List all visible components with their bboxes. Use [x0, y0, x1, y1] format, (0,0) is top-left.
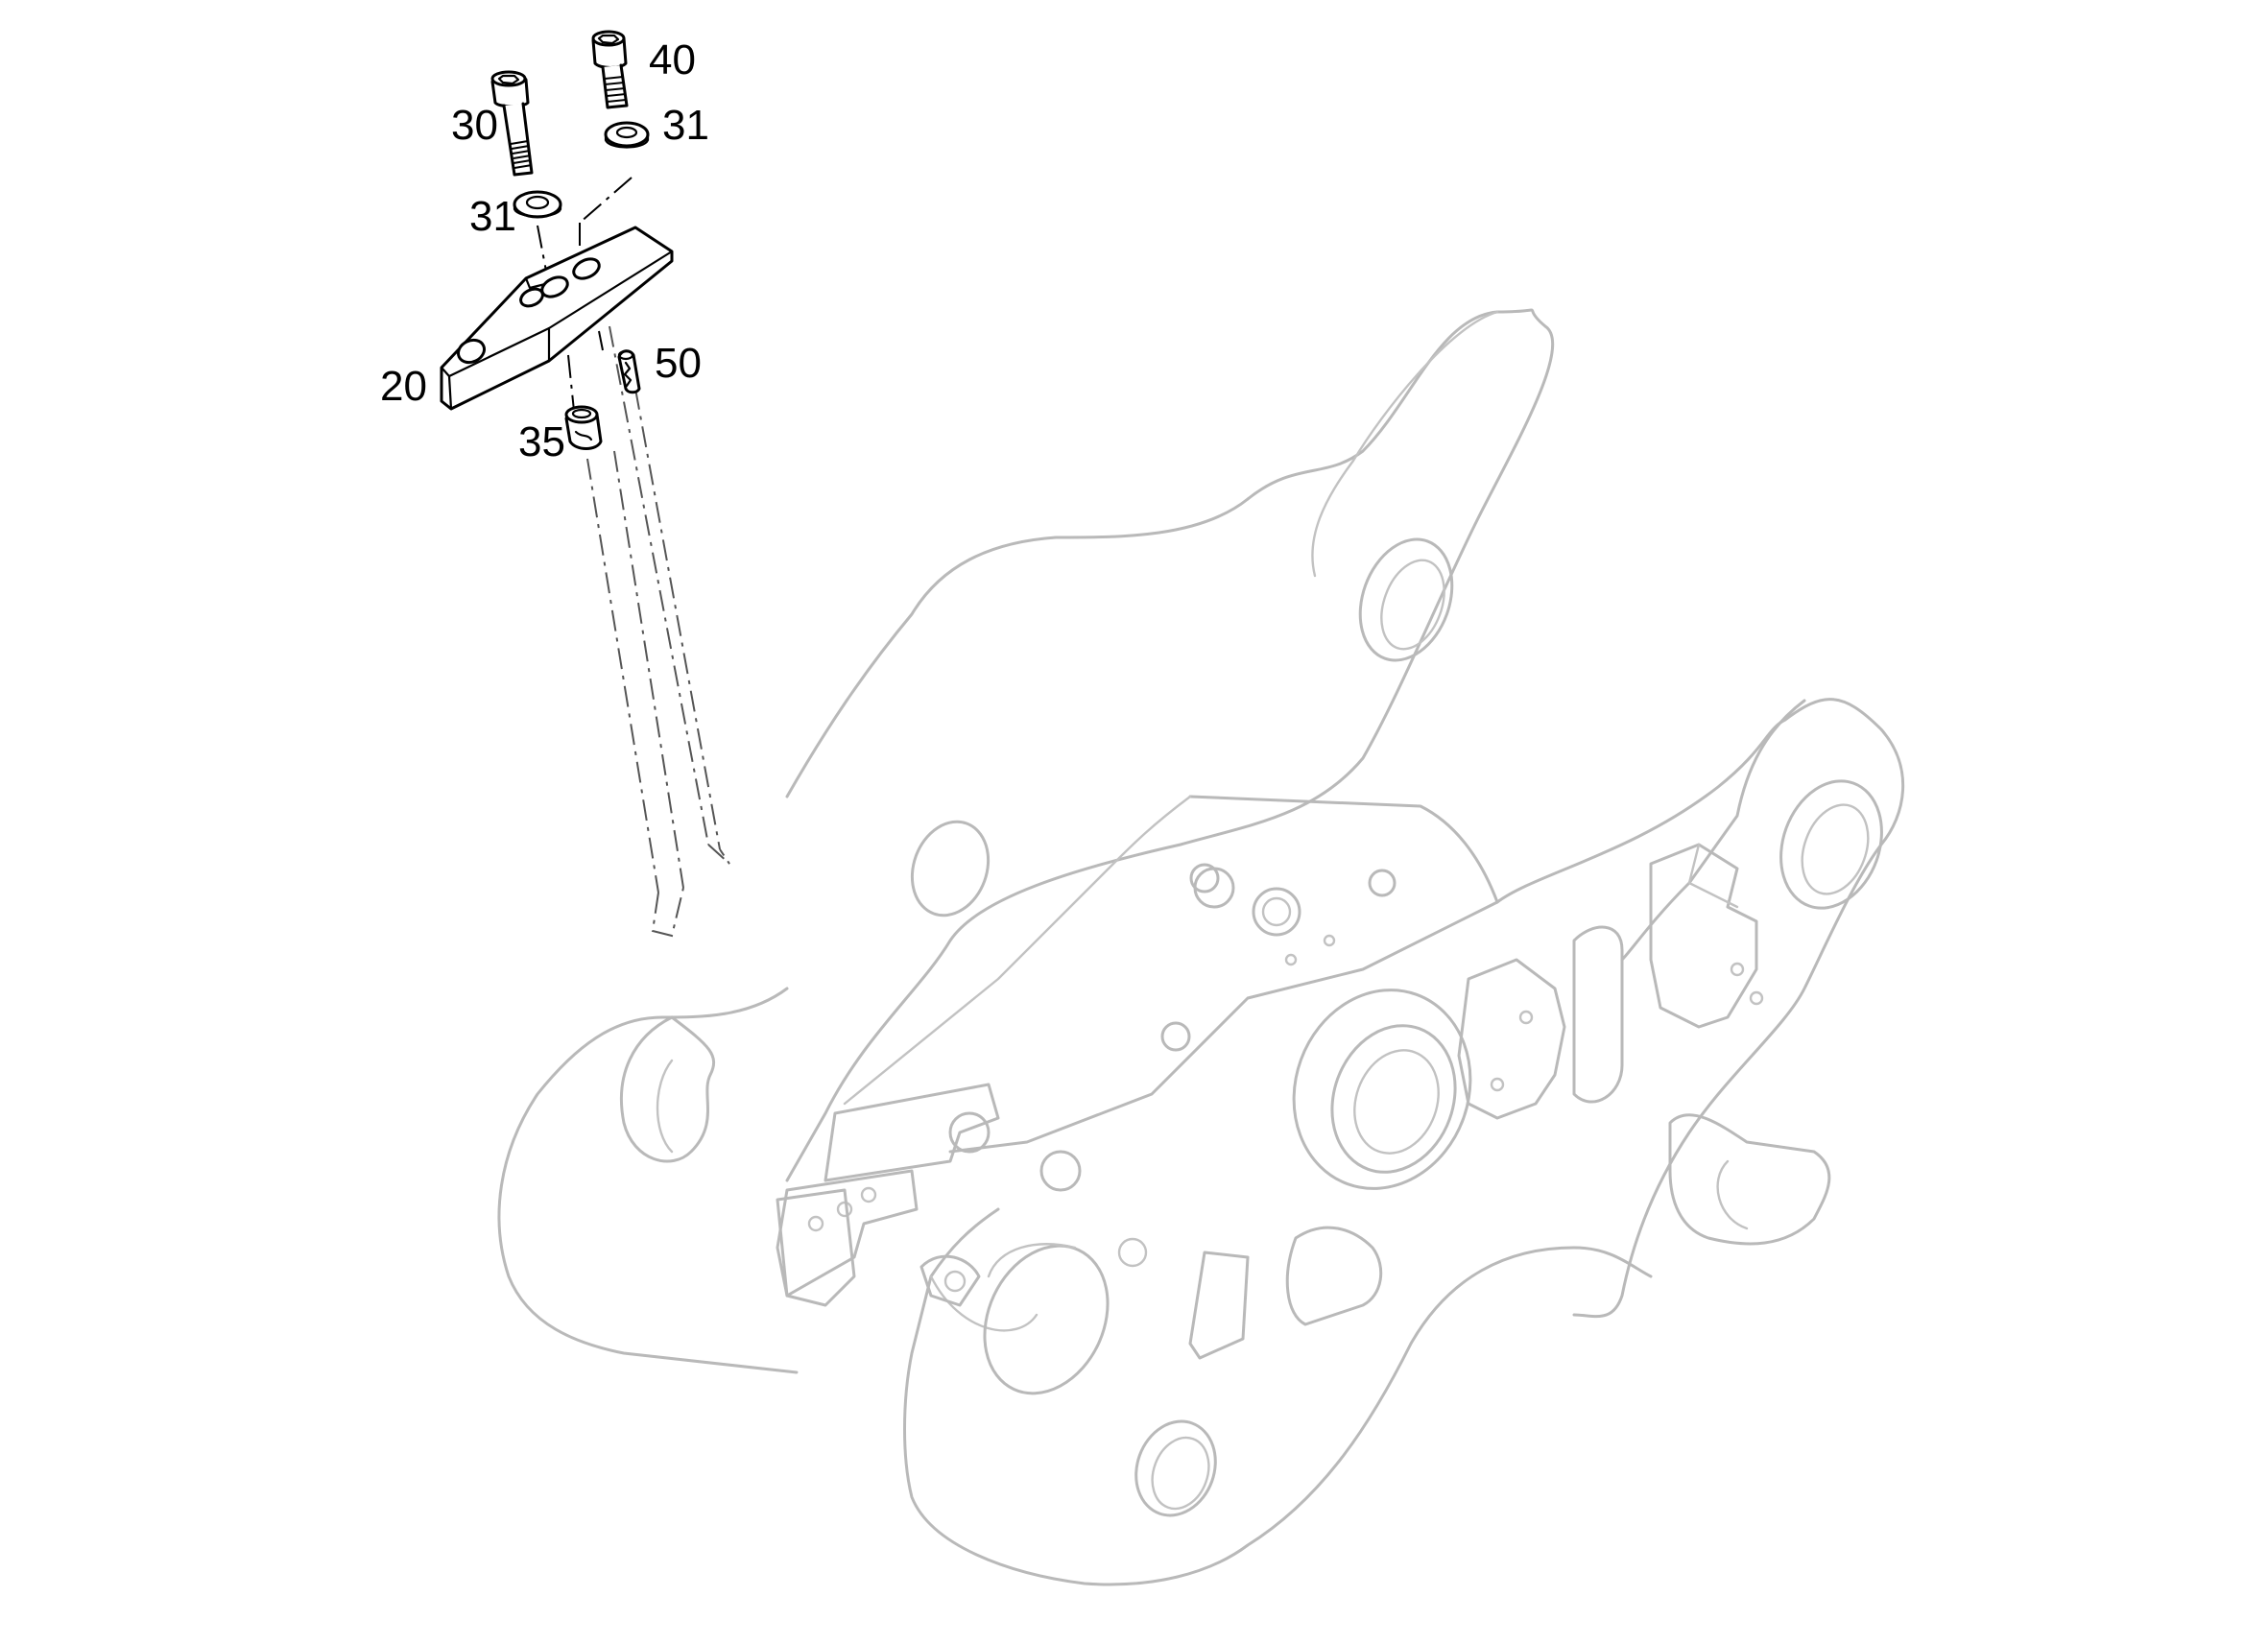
rear-plate-bore: [1358, 537, 1454, 662]
short-cap-screw-40: [591, 30, 629, 109]
front-side-plate: [1495, 698, 1904, 1319]
lug-block-center: [1457, 958, 1566, 1120]
long-cap-screw-30: [490, 70, 534, 177]
front-plate-bore: [1779, 779, 1883, 910]
retaining-bar-20: [440, 226, 674, 411]
callout-31-upper: 31: [662, 102, 709, 149]
top-deck: [948, 795, 1499, 1154]
front-lower-plate: [903, 1207, 1653, 1586]
window-cutout: [1188, 1251, 1250, 1360]
callout-30: 30: [451, 102, 498, 149]
callout-40: 40: [649, 36, 696, 83]
callout-31-lower: 31: [469, 193, 516, 240]
callout-35: 35: [518, 418, 565, 465]
callout-20: 20: [380, 363, 427, 410]
washer-31-upper: [604, 121, 650, 149]
right-hook: [1668, 1113, 1831, 1246]
triangle-cutout: [1285, 1226, 1383, 1326]
lug-block-right: [1649, 843, 1758, 1029]
spring-pin-50: [617, 349, 641, 394]
left-bracket: [776, 1188, 856, 1307]
rear-side-plate: [785, 308, 1555, 1182]
callout-50: 50: [655, 340, 702, 387]
front-main-bore-outer: [1292, 989, 1472, 1190]
callout-labels: 40 30 31 31 50 20 35: [380, 36, 709, 465]
quick-coupler-frame: [497, 308, 1904, 1586]
left-hook: [497, 987, 799, 1374]
lock-pin-bore: [983, 1244, 1110, 1395]
bushing-35: [564, 405, 603, 450]
locking-rail: [824, 1083, 1000, 1182]
washer-31-lower: [513, 190, 562, 219]
assembly-lines: [537, 177, 730, 938]
